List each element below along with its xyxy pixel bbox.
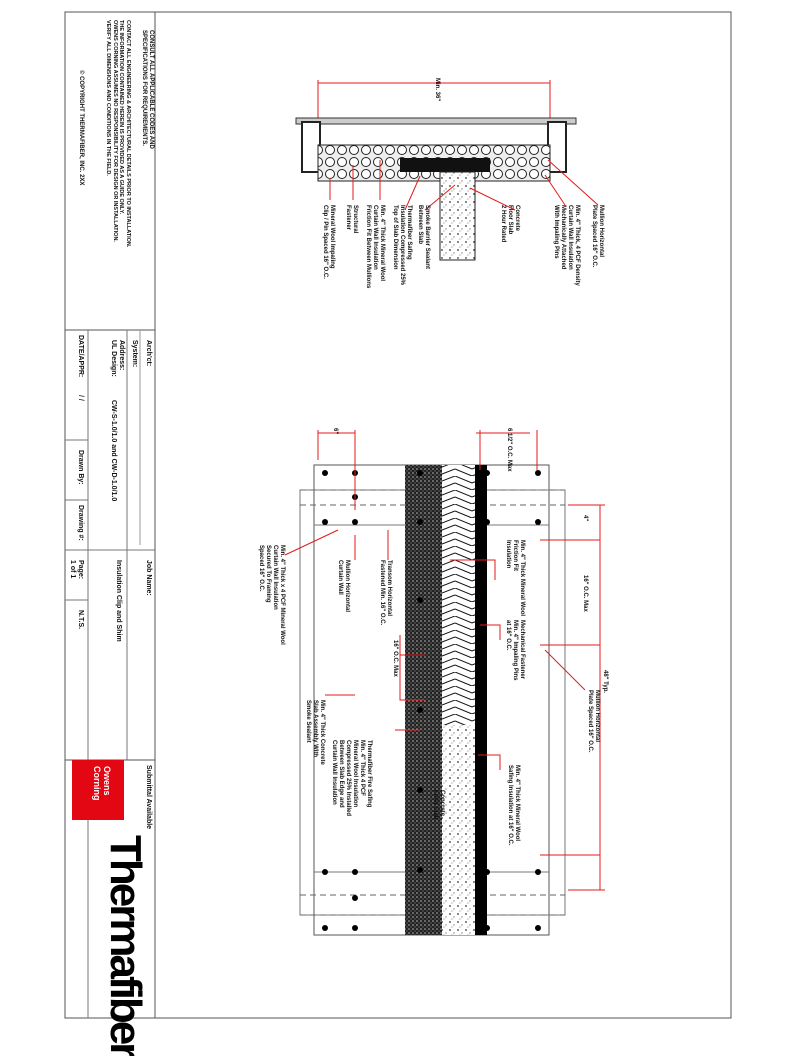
bolt-mark — [535, 470, 541, 476]
architect-label: Arch'ct: — [145, 340, 152, 367]
drawing-canvas — [64, 11, 732, 1019]
plan-callout-label: Mineral Wool Impaling Clip / Pin Spaced … — [322, 205, 335, 279]
elevation-detail — [284, 430, 605, 936]
bolt-mark — [352, 869, 358, 875]
bolt-mark — [417, 787, 423, 793]
bolt-mark — [484, 869, 490, 875]
plan-callout-label: Structural Fastener — [345, 205, 358, 234]
elevation-callout-label: Min. 4" Thick Mineral Wool Safing Insula… — [507, 765, 520, 846]
bolt-mark — [484, 519, 490, 525]
bolt-mark — [484, 470, 490, 476]
dim-top-left: 6" — [332, 428, 338, 435]
elevation-callout-label: Thermafiber Fire Safing Min. 4" Thick 4 … — [331, 740, 372, 817]
thermafiber-logo: Thermafiber — [101, 835, 150, 1056]
bolt-mark — [352, 895, 358, 901]
bolt-mark — [535, 519, 541, 525]
disclaimer-text: CONTACT ALL ENGINEERING & ARCHITECTURAL … — [105, 20, 132, 248]
bolt-mark — [322, 519, 328, 525]
bolt-mark — [417, 519, 423, 525]
bolt-mark — [322, 470, 328, 476]
owens-corning-logo: Owens Corning — [72, 760, 124, 820]
plan-callout-label: Min. 4" Thick Mineral Wool Curtain Wall … — [365, 205, 385, 289]
elevation-callout-label: Concrete Floor Slab — [432, 790, 445, 820]
system-label: System: — [131, 340, 138, 368]
address-label: Address: — [118, 340, 125, 371]
date-label: DATE/APPR: — [77, 335, 84, 378]
dim-right-spacing: 16" O.C. Max — [582, 575, 588, 612]
ul-design-label: UL Design: — [110, 340, 117, 377]
job-name-label: Job Name: — [145, 560, 152, 596]
dim-right-small: 4" — [582, 515, 588, 522]
bolt-mark — [417, 707, 423, 713]
elevation-callout-label: Min. 4" Thick x 4 PCF Mineral Wool Curta… — [258, 545, 285, 645]
scale-value: N.T.S. — [77, 610, 84, 630]
plan-callout-label: Thermafiber Safing Insulation Compressed… — [392, 205, 412, 286]
dim-left-spacing: 16" O.C. Max — [392, 640, 398, 677]
plan-callout-label: Smoke Barrier Sealant Between Slab — [417, 205, 430, 270]
plan-callout-label: Concrete Floor Slab 2 Hour Rated — [500, 205, 520, 243]
elevation-callout-label: Min. 4" Thick Mineral Wool Friction Fit … — [505, 540, 525, 617]
dim-right-total: 48" Typ. — [602, 670, 608, 694]
bolt-mark — [535, 869, 541, 875]
dim-top-right: 6 1/2" O.C. Max — [506, 428, 512, 472]
disclaimer-heading: CONSULT ALL APPLICABLE CODES AND SPECIFI… — [141, 30, 154, 149]
plan-dimension: Min. 36" — [434, 78, 440, 102]
date-value: / / — [77, 395, 84, 401]
sheet-value: 1 of 1 — [69, 560, 76, 579]
copyright: © COPYRIGHT THERMAFIBER, INC. 2XX — [78, 70, 84, 186]
elevation-callout-label: Mechanical Fastener Min. 4" Impaling Pin… — [505, 620, 525, 681]
plan-callout-label: Min. 4" Thick, 4 PCF Density Curtain Wal… — [553, 205, 580, 286]
bolt-mark — [322, 925, 328, 931]
plan-callout-label: Mullion Horizontal Plate Spaced 16" O.C. — [591, 205, 604, 268]
bolt-mark — [352, 925, 358, 931]
elevation-callout-label: Mullion Horizontal Plate Spaced 16" O.C. — [587, 690, 600, 753]
detail-title: Insulation Clip and Shim — [115, 560, 122, 642]
elevation-callout-label: Mullion Horizontal Curtain Wall — [337, 560, 350, 612]
bolt-mark — [322, 869, 328, 875]
elevation-callout-label: Min. 4" Thick Concrete Slab Assembly Wit… — [305, 700, 325, 765]
bolt-mark — [417, 470, 423, 476]
brand-caption: Submittal Available — [145, 765, 152, 830]
elevation-callout-label: Transom Horizontal Fastened Min. 16" O.C… — [379, 560, 392, 626]
plan-detail — [295, 80, 599, 261]
bolt-mark — [535, 925, 541, 931]
drawing-number-label: Drawing #: — [77, 505, 84, 541]
ul-design-value: CW-S-1.0/1.0 and CW-D-1.0/1.0 — [110, 400, 117, 502]
sheet-border — [64, 11, 732, 1019]
bolt-mark — [417, 867, 423, 873]
bolt-mark — [352, 519, 358, 525]
drawn-by-label: Drawn By: — [77, 450, 84, 485]
bolt-mark — [484, 925, 490, 931]
sheet-label: Page: — [77, 560, 84, 580]
bolt-mark — [417, 597, 423, 603]
